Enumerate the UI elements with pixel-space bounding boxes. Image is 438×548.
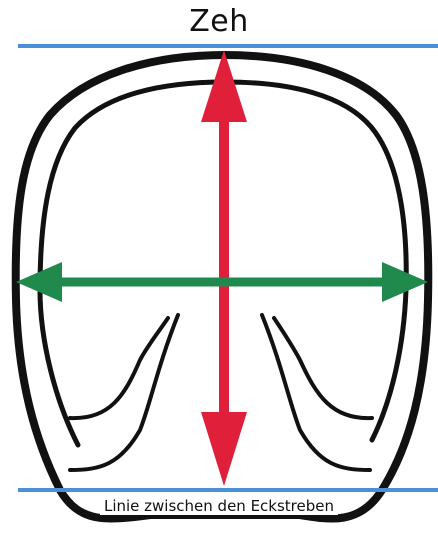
heel-line-label-text: Linie zwischen den Eckstreben xyxy=(100,497,338,515)
length-arrow xyxy=(201,50,247,486)
hoof-right-bar-inner xyxy=(274,318,372,418)
hoof-left-bar-inner xyxy=(70,318,168,418)
heel-line-label: Linie zwischen den Eckstreben xyxy=(0,497,438,515)
toe-label: Zeh xyxy=(0,4,438,39)
